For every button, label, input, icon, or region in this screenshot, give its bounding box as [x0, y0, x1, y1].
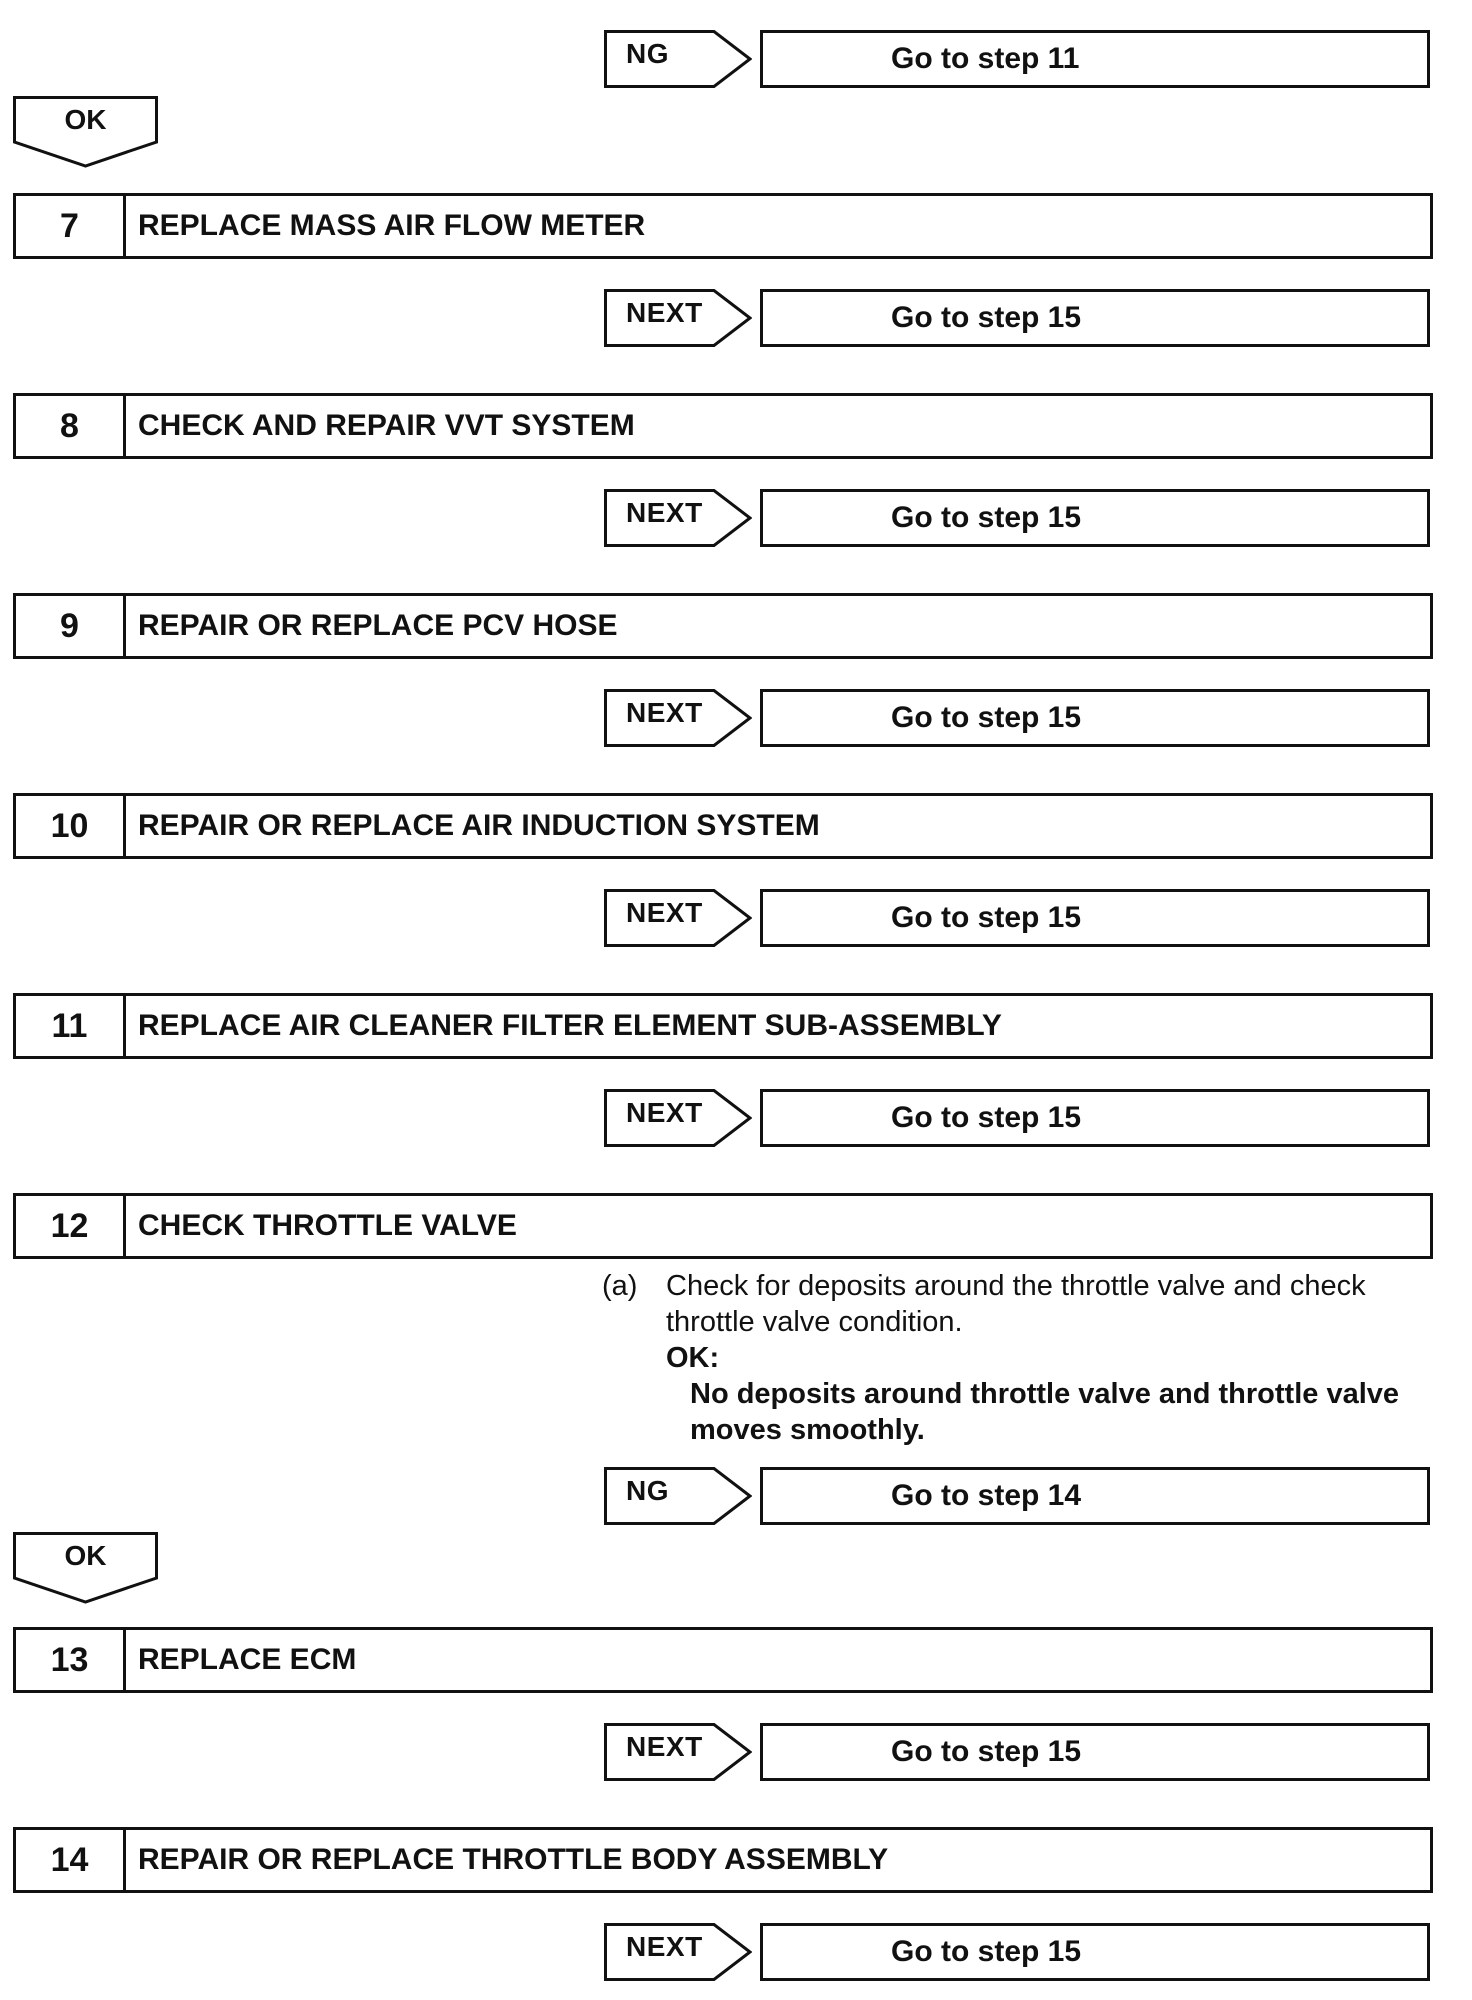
step-7-header: 7 REPLACE MASS AIR FLOW METER — [13, 193, 1433, 259]
next-label: NEXT — [626, 1731, 703, 1762]
step-number: 8 — [16, 396, 126, 456]
arrow-down-icon — [13, 1532, 158, 1604]
arrow-right-icon — [604, 1723, 752, 1781]
ok-heading: OK: — [666, 1342, 720, 1374]
goto-step-15: Go to step 15 — [760, 489, 1430, 547]
next-arrow: NEXT — [604, 689, 752, 747]
step-title: REPAIR OR REPLACE AIR INDUCTION SYSTEM — [138, 809, 820, 842]
goto-text: Go to step 15 — [891, 501, 1082, 534]
ng-arrow: NG — [604, 1467, 752, 1525]
ok-criteria-line: No deposits around throttle valve and th… — [690, 1378, 1400, 1410]
step-number: 13 — [16, 1630, 126, 1690]
arrow-right-icon — [604, 1923, 752, 1981]
step-10-header: 10 REPAIR OR REPLACE AIR INDUCTION SYSTE… — [13, 793, 1433, 859]
step-number: 10 — [16, 796, 126, 856]
arrow-right-icon — [604, 289, 752, 347]
goto-text: Go to step 14 — [891, 1479, 1082, 1512]
arrow-right-icon — [604, 489, 752, 547]
next-label: NEXT — [626, 697, 703, 728]
goto-text: Go to step 15 — [891, 1935, 1082, 1968]
goto-step-15: Go to step 15 — [760, 1723, 1430, 1781]
next-label: NEXT — [626, 1097, 703, 1128]
arrow-right-icon — [604, 1467, 752, 1525]
ok-arrow: OK — [13, 1532, 158, 1604]
next-label: NEXT — [626, 297, 703, 328]
goto-text: Go to step 15 — [891, 1735, 1082, 1768]
step-title: CHECK AND REPAIR VVT SYSTEM — [138, 409, 635, 442]
step-11-header: 11 REPLACE AIR CLEANER FILTER ELEMENT SU… — [13, 993, 1433, 1059]
goto-text: Go to step 15 — [891, 1101, 1082, 1134]
step-number: 14 — [16, 1830, 126, 1890]
goto-step-15: Go to step 15 — [760, 689, 1430, 747]
step-12-header: 12 CHECK THROTTLE VALVE — [13, 1193, 1433, 1259]
next-arrow: NEXT — [604, 1723, 752, 1781]
step-number: 7 — [16, 196, 126, 256]
next-label: NEXT — [626, 1931, 703, 1962]
next-arrow: NEXT — [604, 889, 752, 947]
instruction-line: Check for deposits around the throttle v… — [666, 1270, 1366, 1302]
step-title: REPAIR OR REPLACE THROTTLE BODY ASSEMBLY — [138, 1843, 889, 1876]
ok-arrow: OK — [13, 96, 158, 168]
goto-step-15: Go to step 15 — [760, 1089, 1430, 1147]
next-arrow: NEXT — [604, 489, 752, 547]
goto-step-15: Go to step 15 — [760, 1923, 1430, 1981]
arrow-right-icon — [604, 689, 752, 747]
arrow-down-icon — [13, 96, 158, 168]
ok-criteria-line: moves smoothly. — [690, 1414, 925, 1446]
step-number: 9 — [16, 596, 126, 656]
goto-text: Go to step 15 — [891, 701, 1082, 734]
instruction-line: throttle valve condition. — [666, 1306, 963, 1338]
next-arrow: NEXT — [604, 1089, 752, 1147]
arrow-right-icon — [604, 889, 752, 947]
next-arrow: NEXT — [604, 289, 752, 347]
list-marker: (a) — [602, 1270, 638, 1302]
step-title: REPLACE MASS AIR FLOW METER — [138, 209, 646, 242]
arrow-right-icon — [604, 1089, 752, 1147]
next-arrow: NEXT — [604, 1923, 752, 1981]
goto-text: Go to step 11 — [891, 42, 1080, 75]
goto-step-15: Go to step 15 — [760, 289, 1430, 347]
step-9-header: 9 REPAIR OR REPLACE PCV HOSE — [13, 593, 1433, 659]
step-8-header: 8 CHECK AND REPAIR VVT SYSTEM — [13, 393, 1433, 459]
ok-label: OK — [64, 104, 107, 135]
next-label: NEXT — [626, 897, 703, 928]
step-title: REPLACE ECM — [138, 1643, 357, 1676]
goto-text: Go to step 15 — [891, 901, 1082, 934]
ng-label: NG — [626, 38, 669, 69]
ng-arrow: NG — [604, 30, 752, 88]
step-title: REPLACE AIR CLEANER FILTER ELEMENT SUB-A… — [138, 1009, 1002, 1042]
next-label: NEXT — [626, 497, 703, 528]
arrow-right-icon — [604, 30, 752, 88]
step-number: 11 — [16, 996, 126, 1056]
ok-label: OK — [64, 1540, 107, 1571]
ng-label: NG — [626, 1475, 669, 1506]
step-14-header: 14 REPAIR OR REPLACE THROTTLE BODY ASSEM… — [13, 1827, 1433, 1893]
step-number: 12 — [16, 1196, 126, 1256]
goto-step-11: Go to step 11 — [760, 30, 1430, 88]
goto-text: Go to step 15 — [891, 301, 1082, 334]
step-12-instructions: (a) Check for deposits around the thrott… — [602, 1268, 1442, 1448]
step-title: CHECK THROTTLE VALVE — [138, 1209, 517, 1242]
goto-step-15: Go to step 15 — [760, 889, 1430, 947]
goto-step-14: Go to step 14 — [760, 1467, 1430, 1525]
step-13-header: 13 REPLACE ECM — [13, 1627, 1433, 1693]
step-title: REPAIR OR REPLACE PCV HOSE — [138, 609, 618, 642]
